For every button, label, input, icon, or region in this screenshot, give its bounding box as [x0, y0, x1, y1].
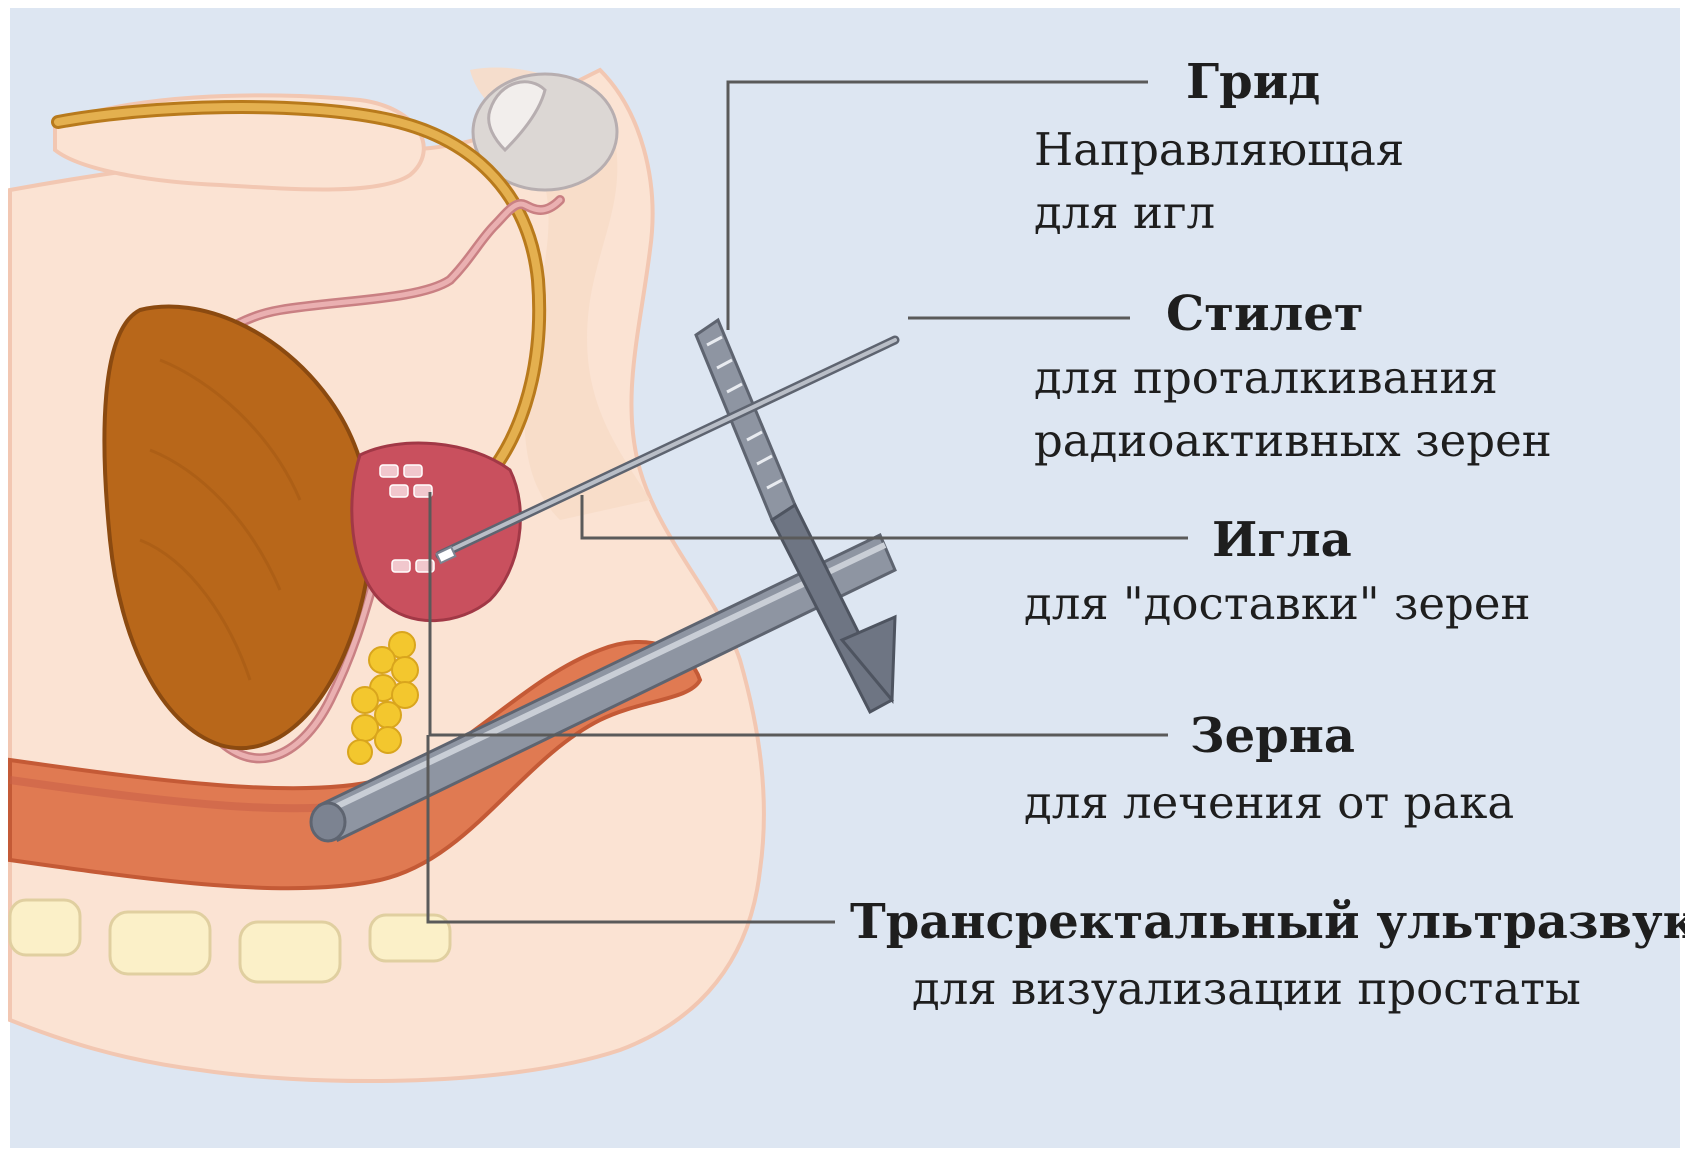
leader-needle [582, 495, 1188, 538]
label-stylet-line2: радиоактивных зерен [1034, 418, 1552, 463]
label-grid-line2: для игл [1034, 190, 1215, 235]
label-ultrasound-line1: для визуализации простаты [912, 966, 1581, 1011]
label-grid-title: Грид [1186, 58, 1320, 106]
label-needle-line1: для "доставки" зерен [1024, 581, 1530, 626]
label-seeds-line1: для лечения от рака [1024, 780, 1514, 825]
label-seeds-title: Зерна [1190, 712, 1355, 760]
label-ultrasound-title: Трансректальный ультразвук [850, 898, 1685, 946]
label-grid-line1: Направляющая [1034, 127, 1404, 172]
label-stylet-title: Стилет [1166, 290, 1364, 338]
label-needle-title: Игла [1212, 516, 1352, 564]
label-stylet-line1: для проталкивания [1034, 355, 1498, 400]
